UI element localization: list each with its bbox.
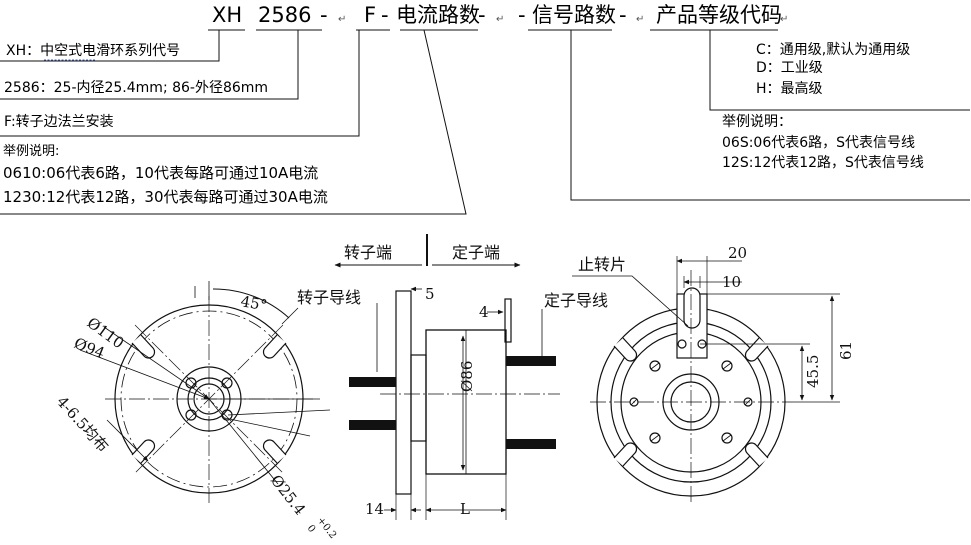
example-power-line: 0610:06代表6路，10代表每路可通过10A电流: [3, 164, 318, 182]
rotor-end-label: 转子端: [344, 243, 392, 262]
example-signal-line: 06S:06代表6路，S代表信号线: [722, 135, 915, 151]
hole-hatching: [630, 362, 752, 442]
notes-left: XH：中空式电滑环系列代号 2586：25-内径25.4mm; 86-外径86m…: [4, 42, 268, 130]
stator-end-label: 定子端: [452, 243, 500, 262]
rotor-wire-label: 转子导线: [297, 288, 361, 307]
code-signal-label: 信号路数: [532, 3, 616, 27]
example-signal-line: 12S:12代表12路，S代表信号线: [722, 155, 924, 171]
dim-10-label: 10: [722, 273, 741, 291]
bore-tol-lower: 0: [305, 523, 318, 535]
code-dash-4: -: [518, 3, 526, 27]
holes-label: 4-6.5均布: [53, 393, 112, 456]
code-grade-label: 产品等级代码: [656, 3, 782, 27]
example-signal: 举例说明： 06S:06代表6路，S代表信号线 12S:12代表12路，S代表信…: [722, 114, 924, 171]
stator-wire-label: 定子导线: [544, 291, 608, 310]
side-view-labels: 转子端 定子端 转子导线 定子导线: [297, 243, 608, 310]
return-mark: ↵: [338, 14, 346, 25]
example-power-line: 1230:12代表12路，30代表每路可通过30A电流: [3, 188, 328, 206]
right-view-dims: 20 10 45.5 61: [722, 244, 855, 388]
return-mark: ↵: [780, 14, 788, 25]
code-size: 2586: [258, 3, 311, 27]
example-power: 举例说明: 0610:06代表6路，10代表每路可通过10A电流 1230:12…: [3, 144, 328, 206]
front-view-left: [79, 281, 331, 503]
bore-label: Ø25.4: [267, 471, 309, 518]
code-leaders: [0, 29, 970, 215]
mounting-slots: [613, 337, 769, 467]
grade-option-d: D：工业级: [756, 60, 823, 76]
dim-4-label: 4: [479, 303, 489, 321]
bore-tol-upper: +0.2: [315, 515, 339, 541]
note-series: XH：中空式电滑环系列代号: [6, 42, 180, 59]
code-flange: F: [364, 3, 376, 27]
stop-plate-label: 止转片: [578, 255, 626, 274]
example-signal-title: 举例说明：: [722, 114, 792, 130]
d86-label: Ø86: [458, 361, 476, 392]
model-code: XH 2586 - F - 电流路数 - - 信号路数 - 产品等级代码: [212, 3, 782, 27]
code-dash-2: -: [381, 3, 389, 27]
note-size: 2586：25-内径25.4mm; 86-外径86mm: [4, 80, 268, 96]
note-flange: F:转子边法兰安装: [4, 114, 114, 130]
stator-wire: [506, 356, 556, 366]
rotor-wire: [349, 420, 396, 430]
stator-wire: [506, 439, 556, 449]
code-dash-3: -: [478, 3, 486, 27]
dim-5-label: 5: [425, 285, 435, 303]
grade-option-h: H：最高级: [756, 80, 823, 97]
code-power-label: 电流路数: [396, 3, 480, 27]
dim-45-5-label: 45.5: [804, 355, 822, 388]
code-dash-5: -: [619, 3, 627, 27]
code-prefix: XH: [212, 3, 242, 27]
return-mark: ↵: [496, 14, 504, 25]
mounting-slots: [131, 334, 287, 464]
angle-label: 45°: [239, 292, 268, 314]
front-view-right: [572, 256, 840, 505]
dim-61-label: 61: [837, 341, 855, 360]
grade-options: C：通用级,默认为通用级 D：工业级 H：最高级: [756, 42, 910, 97]
wires: [349, 356, 556, 449]
example-power-title: 举例说明:: [3, 144, 59, 159]
dim-L-label: L: [460, 500, 470, 518]
right-view-labels: 止转片: [578, 255, 626, 274]
dim-20-label: 20: [728, 244, 747, 262]
rotor-wire: [349, 377, 396, 387]
return-marks: ↵ ↵ ↵ ↵: [338, 14, 788, 25]
code-dash-1: -: [320, 3, 328, 27]
return-mark: ↵: [636, 14, 644, 25]
dim-14-label: 14: [365, 500, 384, 518]
side-view-dims: 5 4 Ø86 14 L: [365, 285, 489, 518]
side-view: [334, 234, 560, 520]
grade-option-c: C：通用级,默认为通用级: [756, 42, 910, 58]
